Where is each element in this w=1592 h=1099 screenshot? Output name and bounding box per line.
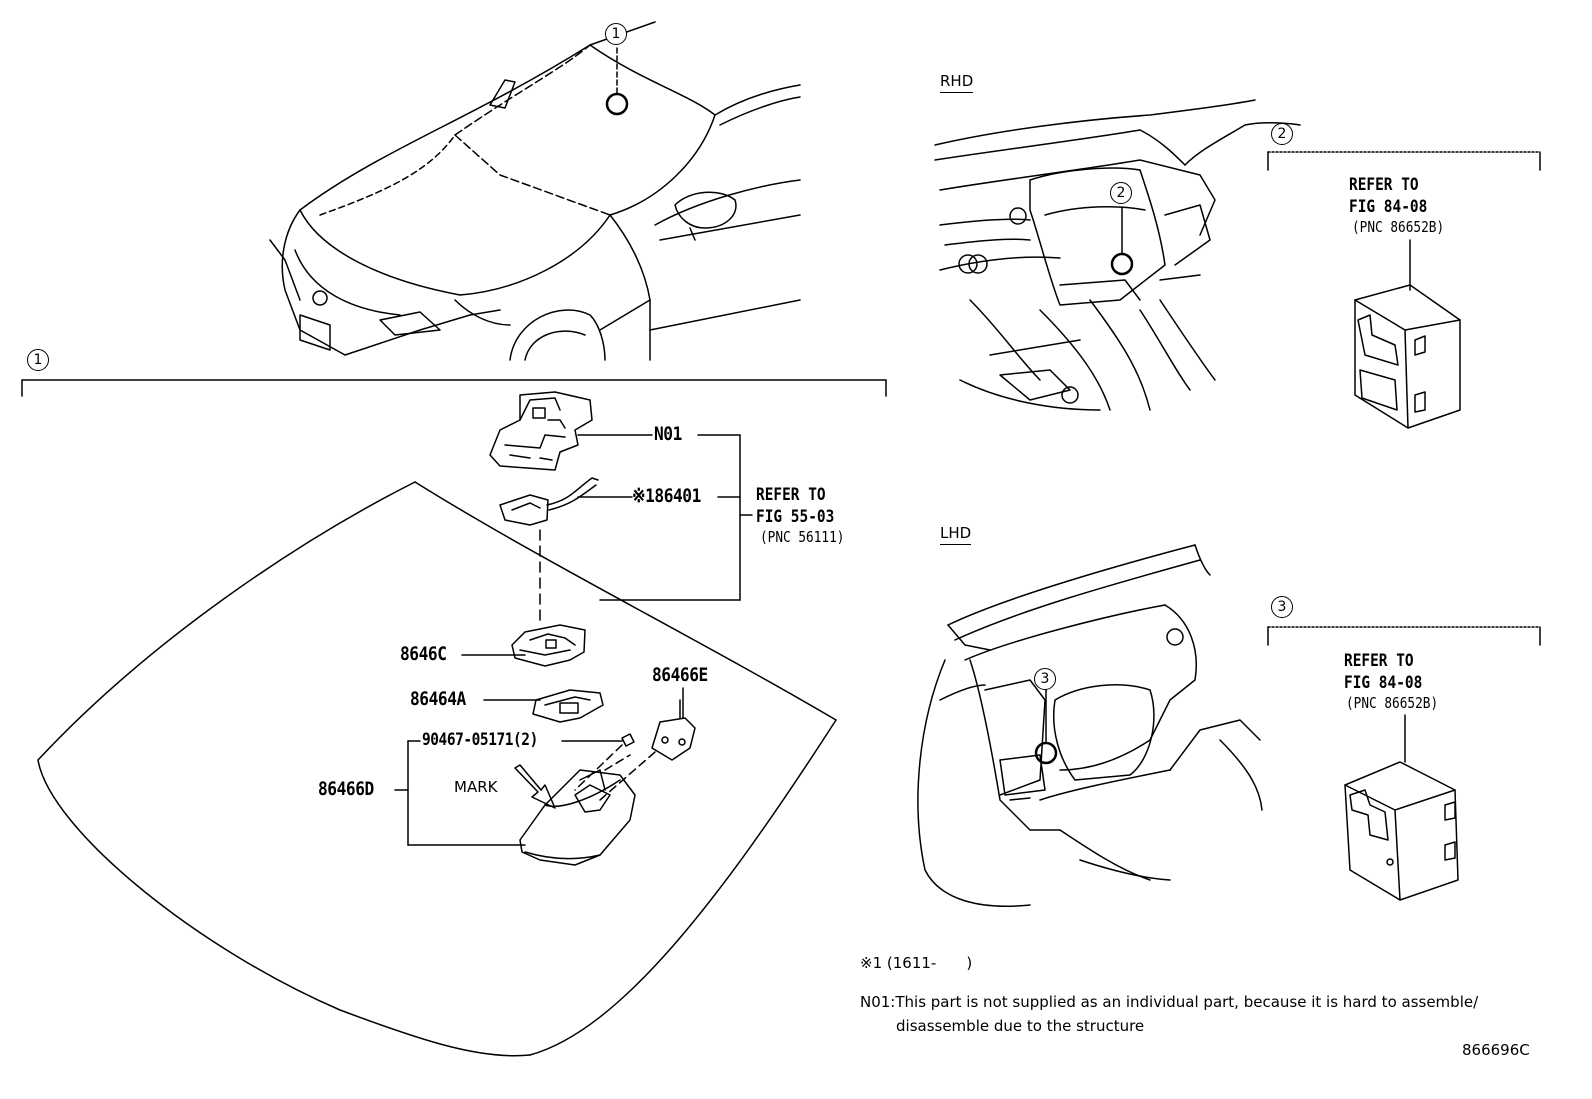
module-2-drawing bbox=[1354, 284, 1461, 429]
bracket-1 bbox=[21, 379, 887, 397]
part-label-90467: 90467-05171(2) bbox=[422, 730, 538, 750]
n01-note-line1: N01:This part is not supplied as an indi… bbox=[860, 993, 1479, 1011]
n01-note-line2: disassemble due to the structure bbox=[896, 1017, 1145, 1035]
refer-1-line3: (PNC 56111) bbox=[760, 528, 845, 546]
module-3-drawing bbox=[1344, 761, 1459, 901]
part-86466e-drawing bbox=[651, 699, 696, 761]
part-8646c-drawing bbox=[511, 624, 586, 667]
refer-3-line2: FIG 84-08 bbox=[1344, 673, 1423, 693]
callout-1-bracket: 1 bbox=[27, 349, 49, 371]
part-n01-drawing bbox=[489, 391, 593, 471]
bracket-2 bbox=[1267, 151, 1541, 291]
callout-1-top: 1 bbox=[605, 23, 627, 45]
bracket-3 bbox=[1267, 626, 1541, 763]
rhd-heading: RHD bbox=[940, 72, 974, 93]
callout-3-bracket: 3 bbox=[1271, 596, 1293, 618]
refer-2-line3: (PNC 86652B) bbox=[1352, 218, 1445, 236]
part-label-86464a: 86464A bbox=[410, 688, 466, 710]
figure-id: 866696C bbox=[1462, 1041, 1530, 1059]
part-label-n01: N01 bbox=[654, 423, 682, 445]
part-86466d-drawing bbox=[514, 744, 656, 866]
refer-1-line1: REFER TO bbox=[756, 485, 826, 505]
part-label-86466d: 86466D bbox=[318, 778, 374, 800]
lhd-heading: LHD bbox=[940, 524, 972, 545]
leader-lines bbox=[394, 434, 753, 846]
part-186401-drawing bbox=[499, 477, 599, 526]
part-86464a-drawing bbox=[532, 689, 604, 723]
refer-3-line1: REFER TO bbox=[1344, 651, 1414, 671]
mark-label: MARK bbox=[454, 778, 498, 796]
callout-3-photo: 3 bbox=[1034, 668, 1056, 690]
part-label-186401: ※186401 bbox=[632, 485, 701, 507]
refer-2-line2: FIG 84-08 bbox=[1349, 197, 1428, 217]
footnote: ※1 (1611- ) bbox=[860, 954, 973, 972]
refer-3-line3: (PNC 86652B) bbox=[1346, 694, 1439, 712]
callout-2-photo: 2 bbox=[1110, 182, 1132, 204]
part-label-8646c: 8646C bbox=[400, 643, 447, 665]
callout-2-bracket: 2 bbox=[1271, 123, 1293, 145]
rhd-dashboard-illustration bbox=[934, 99, 1301, 411]
windshield-glass bbox=[37, 481, 837, 1057]
refer-1-line2: FIG 55-03 bbox=[756, 507, 835, 527]
car-illustration bbox=[269, 21, 801, 361]
refer-2-line1: REFER TO bbox=[1349, 175, 1419, 195]
lhd-dashboard-illustration bbox=[917, 544, 1263, 907]
part-label-86466e: 86466E bbox=[652, 664, 708, 686]
part-90467-drawing bbox=[621, 733, 635, 747]
